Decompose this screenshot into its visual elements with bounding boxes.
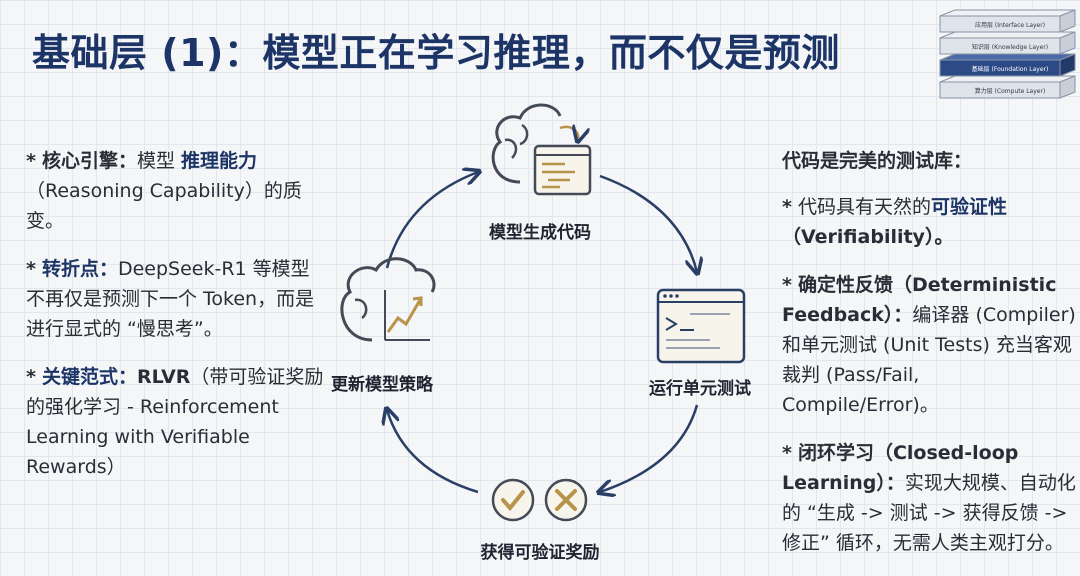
cycle-arrow-bottom-right [600,404,699,492]
bullet-head: 转折点： [41,258,118,280]
bullet-head: 确定性反馈（Deterministic Feedback）： [782,274,1057,326]
bullet-text: （Verifiability）。 [782,226,954,248]
node-label-generate-code: 模型生成代码 [489,223,591,243]
terminal-window-icon [656,288,746,364]
bullet-head: 关键范式： [41,366,137,388]
bullet-text: （带可验证奖励的强化学习 - Reinforcement Learning wi… [26,366,324,478]
left-column: *核心引擎：模型 推理能力（Reasoning Capability）的质变。 … [26,146,326,500]
right-heading: 代码是完美的测试库： [782,150,973,172]
bullet-star: * [782,274,792,296]
stack-layer-label: 算力层 (Compute Layer) [975,87,1046,95]
bullet-star: * [26,150,36,172]
bullet-star: * [782,196,792,218]
node-label-run-tests: 运行单元测试 [649,379,751,399]
bullet-text: DeepSeek-R1 等模型不再仅是预测下一个 Token，而是进行显式的 “… [26,258,315,340]
stack-layer: 基础层 (Foundation Layer) [939,53,1076,77]
bullet-text: （Reasoning Capability）的质变。 [26,180,302,232]
bullet-text: 编译器 (Compiler) 和单元测试 (Unit Tests) 充当客观裁判… [782,304,1076,416]
layer-stack-illustration: 应用层 (Interface Layer) 知识层 (Knowledge Laye… [939,9,1076,99]
bullet-highlight: 推理能力 [181,150,258,172]
check-cross-icon [491,478,588,522]
stack-layer-label: 知识层 (Knowledge Layer) [972,43,1048,51]
stack-layer: 算力层 (Compute Layer) [939,75,1076,99]
bullet-head: 闭环学习（Closed-loop Learning）： [782,442,1019,494]
page-title: 基础层 (1)：模型正在学习推理，而不仅是预测 [32,31,840,75]
bullet-star: * [26,366,36,388]
cycle-arrow-bottom-left [387,410,479,494]
right-bullet-2: *确定性反馈（Deterministic Feedback）：编译器 (Comp… [782,270,1077,420]
left-bullet-3: *关键范式：RLVR（带可验证奖励的强化学习 - Reinforcement L… [26,362,326,482]
cycle-arrow-top-left [385,172,478,269]
left-bullet-1: *核心引擎：模型 推理能力 （Reasoning Capability）的质变。 [26,146,326,236]
right-bullet-1: *代码具有天然的可验证性 （Verifiability）。 [782,192,1077,252]
node-label-update-policy: 更新模型策略 [331,375,433,395]
cycle-arrow-top-right [599,174,697,272]
stack-layer-label: 基础层 (Foundation Layer) [972,65,1049,73]
left-bullet-2: *转折点：DeepSeek-R1 等模型不再仅是预测下一个 Token，而是进行… [26,254,326,344]
bullet-highlight: 可验证性 [930,196,1007,218]
bullet-star: * [26,258,36,280]
bullet-star: * [782,442,792,464]
brain-chart-icon [340,257,436,342]
bullet-text: 实现大规模、自动化的 “生成 -> 测试 -> 获得反馈 -> 修正” 循环，无… [782,472,1076,554]
stack-layer: 应用层 (Interface Layer) [939,9,1076,33]
brain-code-icon [491,103,592,196]
bullet-highlight: RLVR [136,366,191,388]
node-label-get-reward: 获得可验证奖励 [480,543,600,563]
bullet-head: 核心引擎： [41,150,137,172]
right-column: 代码是完美的测试库： *代码具有天然的可验证性（Verifiability）。 … [782,146,1077,576]
bullet-text: 代码具有天然的 [797,196,931,218]
stack-layer: 知识层 (Knowledge Layer) [939,31,1076,55]
bullet-text: 模型 [136,150,181,172]
stack-layer-label: 应用层 (Interface Layer) [975,21,1045,29]
right-bullet-3: *闭环学习（Closed-loop Learning）：实现大规模、自动化的 “… [782,438,1077,558]
